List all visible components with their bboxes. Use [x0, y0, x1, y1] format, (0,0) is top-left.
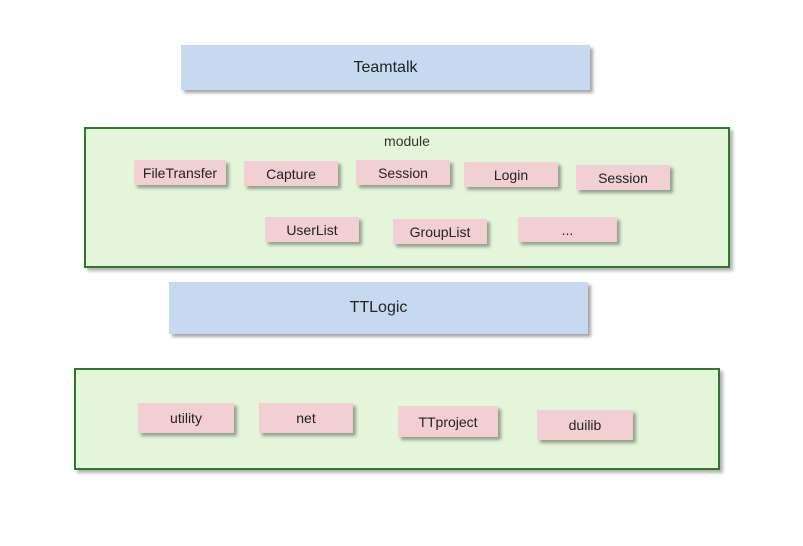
base-chip-utility: utility	[138, 403, 234, 433]
module-chip-login: Login	[464, 162, 558, 187]
module-chip-filetransfer: FileTransfer	[134, 160, 226, 185]
base-chip-label: duilib	[568, 417, 602, 433]
base-chip-ttproject: TTproject	[398, 406, 498, 437]
module-chip-label: Session	[598, 169, 648, 186]
module-chip-session-2: Session	[576, 165, 670, 190]
module-chip-userlist: UserList	[265, 217, 359, 242]
module-chip-label: Login	[493, 166, 529, 183]
teamtalk-layer: Teamtalk	[181, 45, 590, 90]
ttlogic-label: TTLogic	[349, 299, 408, 316]
module-chip-grouplist: GroupList	[393, 219, 487, 244]
module-chip-label: Capture	[266, 165, 316, 182]
base-group: utility net TTproject duilib	[74, 368, 720, 470]
module-chip-session: Session	[356, 160, 450, 185]
base-chip-label: TTproject	[418, 413, 478, 430]
module-chip-capture: Capture	[244, 161, 338, 186]
module-chip-label: Session	[378, 164, 428, 181]
base-chip-duilib: duilib	[537, 410, 633, 440]
module-group-title: module	[384, 133, 430, 149]
module-chip-label: GroupList	[409, 223, 471, 240]
module-chip-label: UserList	[286, 221, 338, 238]
base-chip-label: utility	[170, 410, 202, 426]
base-chip-label: net	[296, 410, 316, 426]
base-chip-net: net	[259, 403, 353, 433]
ttlogic-layer: TTLogic	[169, 282, 588, 334]
module-chip-label: ...	[561, 221, 574, 238]
teamtalk-label: Teamtalk	[353, 58, 418, 76]
module-group: module FileTransfer Capture Session Logi…	[84, 127, 730, 268]
module-chip-label: FileTransfer	[142, 164, 218, 181]
module-chip-more: ...	[518, 217, 617, 242]
